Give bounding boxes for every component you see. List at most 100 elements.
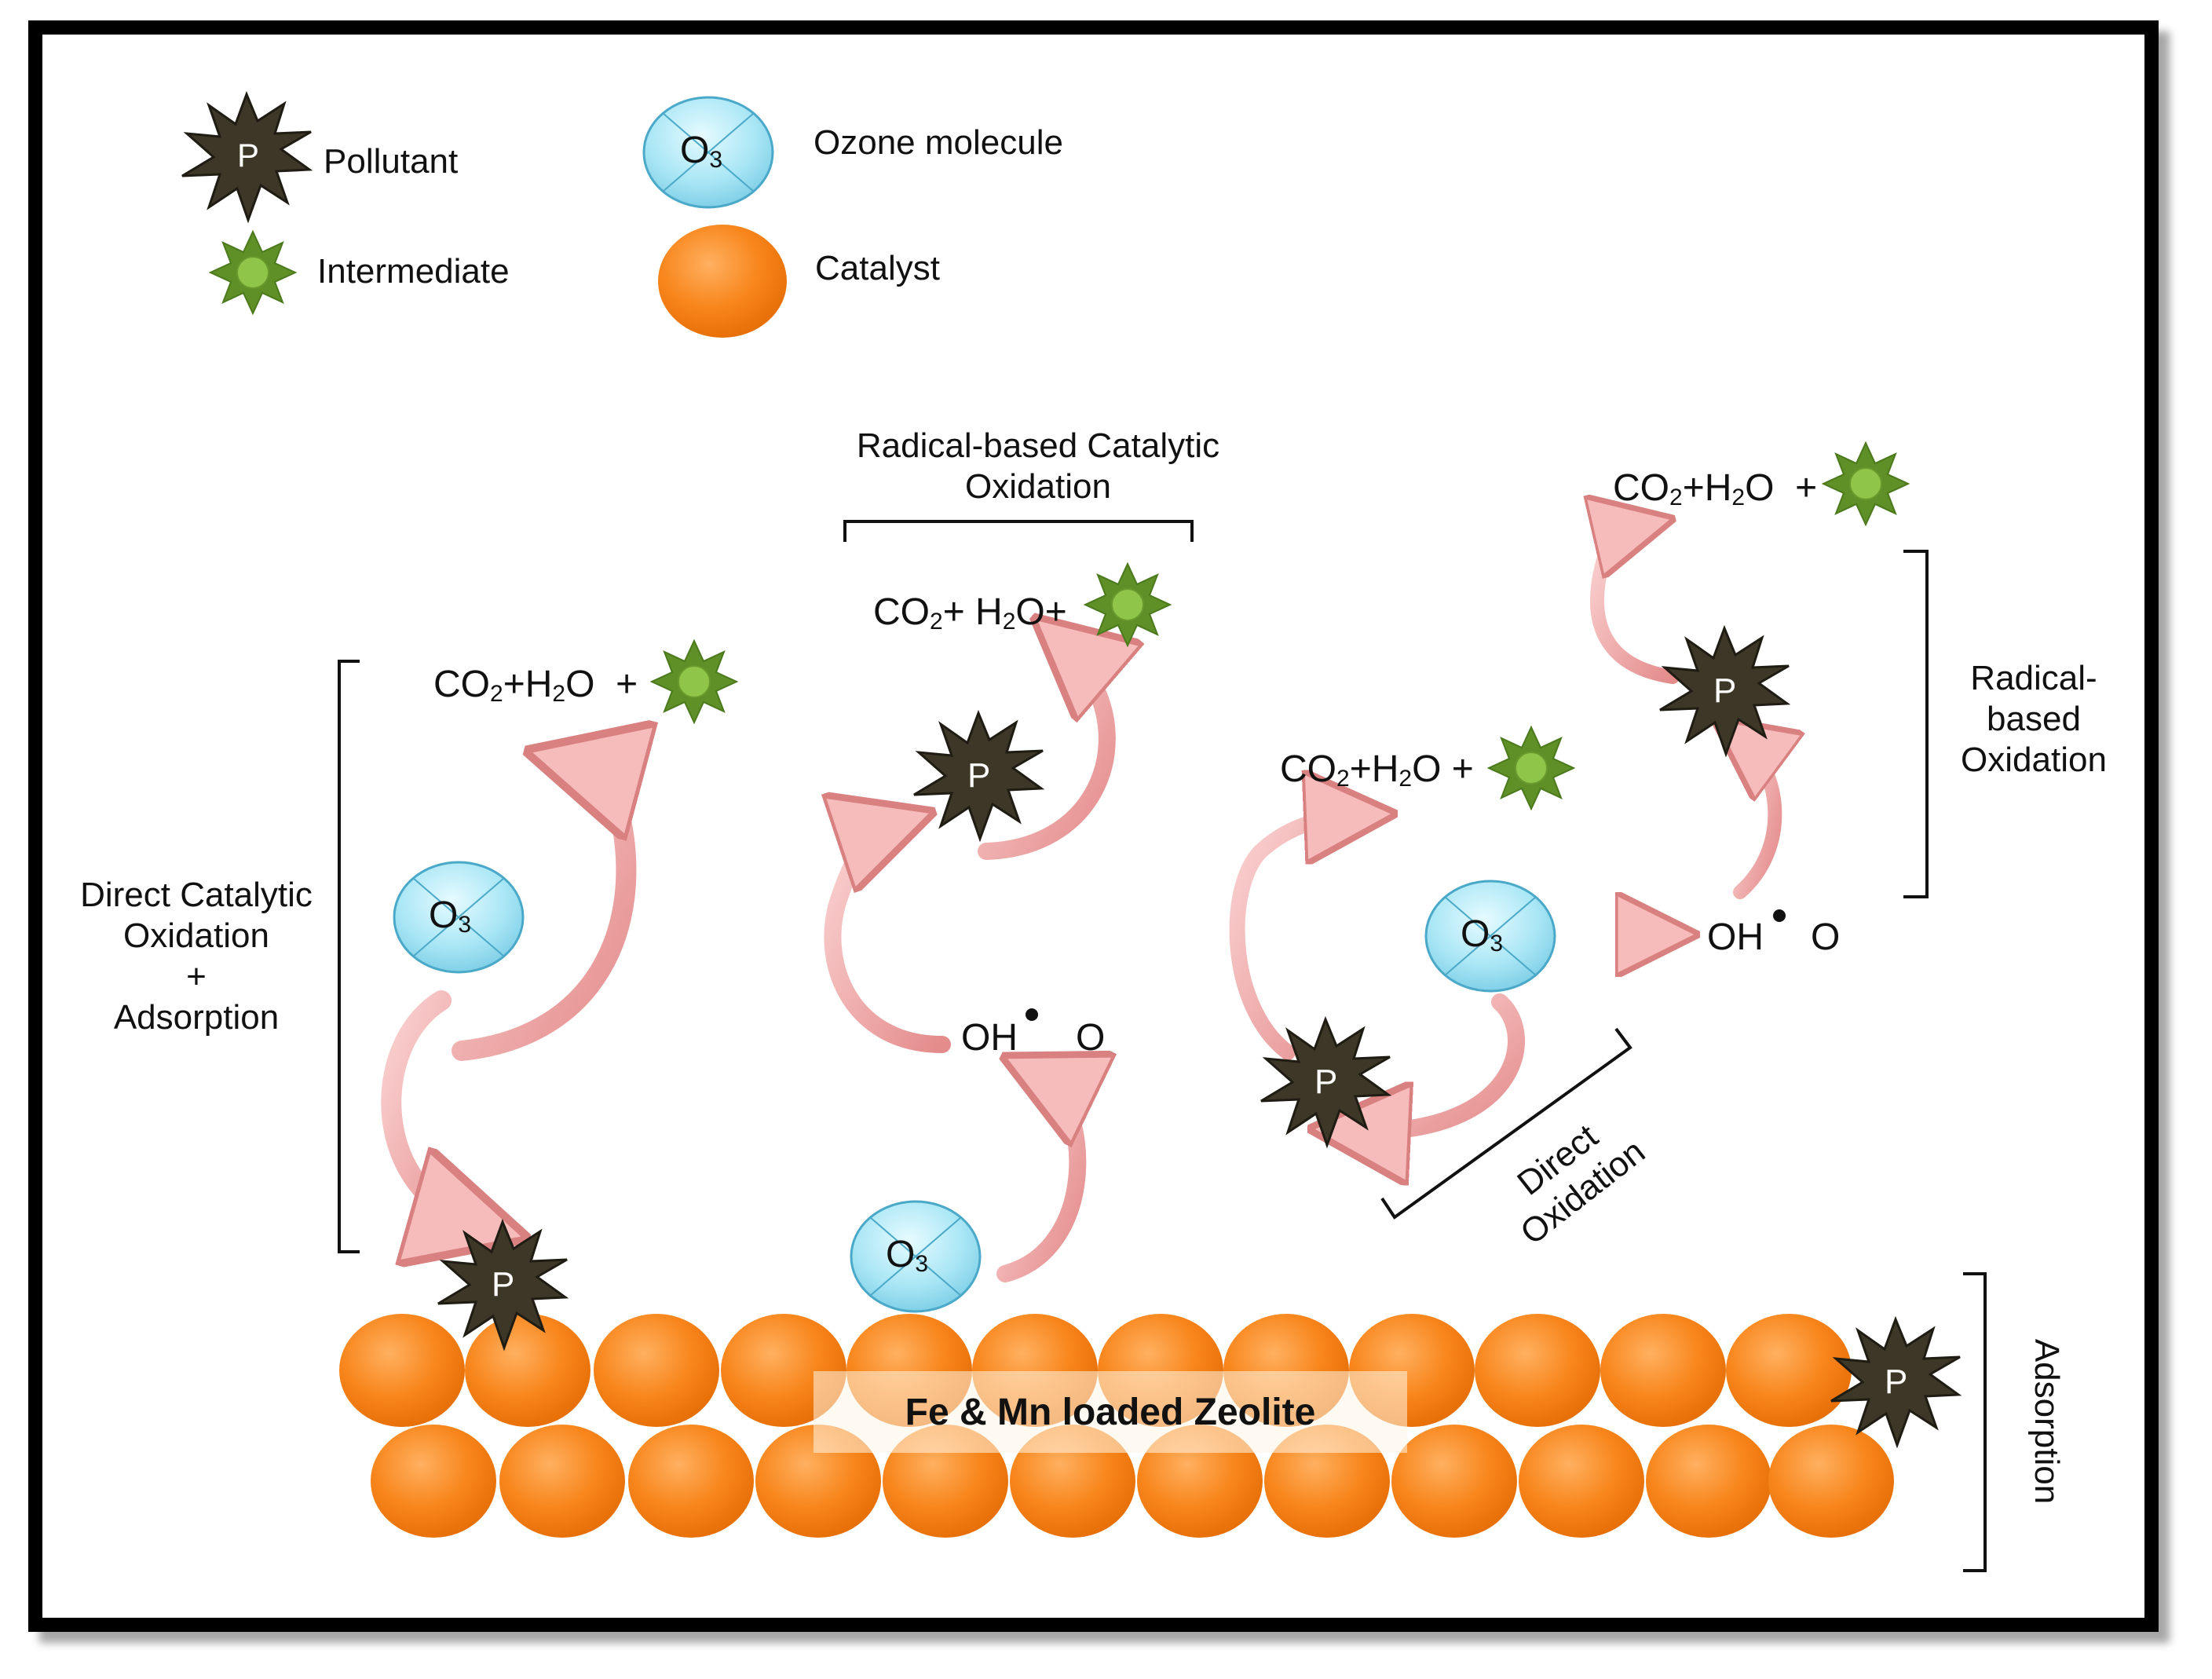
pollutant-symbol: P <box>492 1265 515 1304</box>
reaction-arrows <box>381 526 1775 1282</box>
eq-text: +H <box>503 664 553 705</box>
ozone-symbol: O <box>680 130 710 171</box>
catalyst-particle <box>1391 1425 1517 1538</box>
eq-sub: 2 <box>930 609 943 635</box>
eq-text: + H <box>942 591 1003 633</box>
catalyst-particle <box>1475 1314 1600 1427</box>
catalyst-particle <box>1646 1425 1771 1538</box>
arrow-ozone-to-pollutant <box>381 990 481 1225</box>
ozone-subscript: 3 <box>709 147 723 173</box>
eq-sub: 2 <box>552 681 566 707</box>
diagram-molecules <box>393 442 1962 1447</box>
bracket-direct-catalytic <box>338 660 360 1253</box>
hydroxyl-radical: OH <box>961 1017 1018 1059</box>
catalyst-particle <box>1264 1425 1390 1538</box>
eq-text: +H <box>1349 748 1399 790</box>
radical-dot <box>1773 909 1786 922</box>
catalyst-particle <box>1726 1314 1852 1427</box>
ozone-subscript: 3 <box>1490 931 1504 957</box>
eq-sub: 2 <box>1731 485 1746 510</box>
intermediate <box>1488 726 1574 810</box>
catalyst-particle <box>465 1314 590 1427</box>
arrow-ozone-to-pollutant-right <box>1351 993 1525 1132</box>
pollutant-symbol: P <box>1885 1363 1908 1401</box>
catalyst-particle <box>371 1425 496 1538</box>
arrow-radical-to-pollutant <box>832 825 951 1053</box>
catalyst-particle <box>1137 1425 1263 1538</box>
eq-text: O + <box>1412 748 1474 790</box>
catalyst-particle <box>628 1425 754 1538</box>
eq-text: O + <box>1745 467 1818 509</box>
radical-dot <box>1026 1008 1038 1021</box>
arrow-pollutant-to-products-right <box>1229 815 1358 1060</box>
pollutant-symbol: P <box>967 756 991 795</box>
intermediate <box>1823 442 1909 525</box>
arrow-radical-to-pollutant-right <box>1740 738 1775 899</box>
label-line: Oxidation <box>965 467 1111 506</box>
eq-text: CO <box>433 664 490 705</box>
equation-top-right: CO2+H2O + <box>1613 466 1817 510</box>
eq-text: +H <box>1682 467 1732 509</box>
catalyst-particle <box>1600 1314 1726 1427</box>
ozone-label: Ozone molecule <box>814 123 1063 162</box>
bracket-radical-based <box>1903 550 1929 898</box>
eq-text: CO <box>873 591 930 633</box>
label-line: Radical- <box>1970 659 2097 697</box>
pollutant-symbol: P <box>237 137 260 174</box>
ozone-symbol: O <box>429 894 459 936</box>
equation-right: CO2+H2O + <box>1280 748 1474 792</box>
catalyst-label: Catalyst <box>815 249 940 287</box>
catalyst-particle <box>499 1425 625 1538</box>
bracket-adsorption <box>1963 1272 1987 1572</box>
section-radical-based: Radical- based Oxidation <box>1940 658 2128 781</box>
label-line: Direct Catalytic <box>80 876 313 914</box>
ozone-formula: O3 <box>429 894 471 938</box>
section-radical-catalytic: Radical-based Catalytic Oxidation <box>834 426 1242 507</box>
catalyst-particle <box>1768 1425 1894 1538</box>
bracket-direct-oxidation <box>1380 1027 1632 1220</box>
eq-text: O + <box>565 664 638 705</box>
brackets <box>338 520 1987 1572</box>
catalyst-particle <box>1010 1425 1135 1538</box>
eq-text: CO <box>1280 748 1336 790</box>
section-adsorption: Adsorption <box>2027 1338 2066 1505</box>
intermediate <box>651 640 737 723</box>
hydroxyl-radical: OH <box>1707 916 1764 958</box>
intermediate <box>1084 563 1171 646</box>
section-direct-catalytic: Direct Catalytic Oxidation + Adsorption <box>63 875 330 1038</box>
ozone-legend-formula: O3 <box>680 129 723 173</box>
catalyst-particle <box>883 1425 1008 1538</box>
catalyst-particle <box>594 1314 719 1427</box>
ozone-symbol: O <box>1461 913 1490 955</box>
ozone-formula: O3 <box>1461 913 1504 957</box>
ozone-formula: O3 <box>886 1233 928 1277</box>
oxygen-radical: O <box>1811 916 1841 958</box>
label-line: Oxidation <box>1961 741 2107 779</box>
arrow-ozone-to-radical <box>1005 1074 1077 1282</box>
label-line: Radical-based Catalytic <box>856 426 1220 465</box>
bracket-radical-catalytic <box>843 520 1194 542</box>
arrow-pollutant-to-products-mid <box>978 644 1107 860</box>
legend <box>181 93 787 338</box>
label-line: Oxidation <box>123 916 269 955</box>
eq-sub: 2 <box>490 681 503 707</box>
arrow-pollutant-to-products-top <box>1597 526 1673 684</box>
eq-text: O+ <box>1015 591 1067 633</box>
eq-sub: 2 <box>1398 766 1413 792</box>
pollutant-label: Pollutant <box>324 142 459 181</box>
pollutant-symbol: P <box>1314 1063 1338 1101</box>
zeolite-label: Fe & Mn loaded Zeolite <box>814 1371 1407 1453</box>
pollutant-symbol: P <box>1713 671 1737 710</box>
catalyst-particle <box>1519 1425 1644 1538</box>
equation-middle: CO2+ H2O+ <box>873 591 1067 635</box>
arrow-to-products-left <box>452 763 626 1061</box>
catalyst-particle <box>755 1425 881 1538</box>
equation-left: CO2+H2O + <box>433 663 638 707</box>
label-line: + <box>186 957 207 996</box>
catalyst-legend-icon <box>658 225 787 338</box>
intermediate-legend-icon <box>210 231 296 314</box>
eq-sub: 2 <box>1336 766 1350 792</box>
oxygen-radical: O <box>1076 1017 1106 1059</box>
eq-sub: 2 <box>1002 609 1016 635</box>
